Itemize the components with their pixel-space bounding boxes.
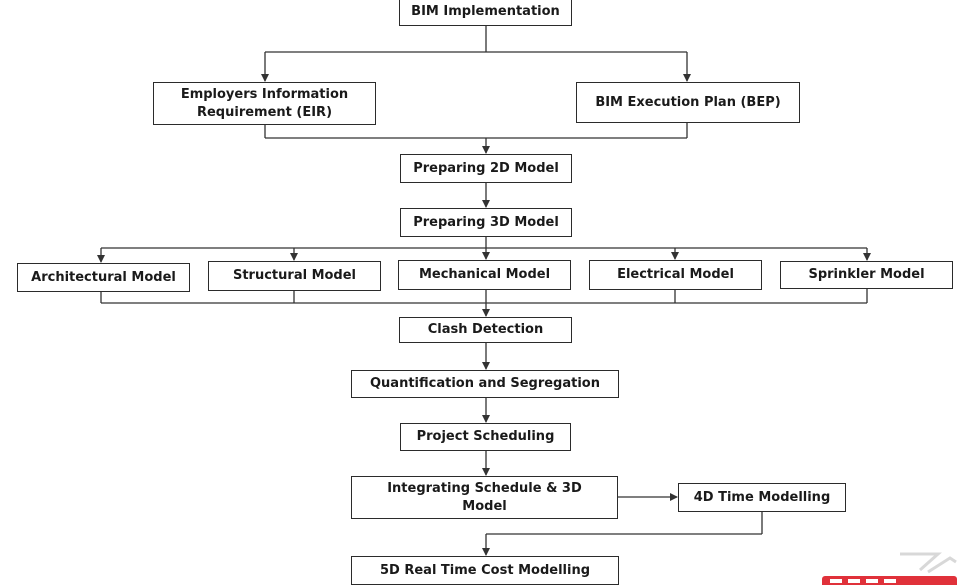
node-quantification: Quantification and Segregation <box>351 370 619 398</box>
node-label: Clash Detection <box>427 322 544 337</box>
node-label: 5D Real Time Cost Modelling <box>379 562 591 578</box>
node-label: BIM Execution Plan (BEP) <box>595 94 781 110</box>
node-5d-cost-modelling: 5D Real Time Cost Modelling <box>351 556 619 585</box>
node-label: Structural Model <box>232 268 357 283</box>
node-mechanical-model: Mechanical Model <box>398 260 571 290</box>
node-architectural-model: Architectural Model <box>17 263 190 292</box>
node-label: Sprinkler Model <box>808 267 925 282</box>
node-structural-model: Structural Model <box>208 261 381 291</box>
node-label: BIM Implementation <box>411 4 560 19</box>
node-clash-detection: Clash Detection <box>399 317 572 343</box>
node-integrating-schedule: Integrating Schedule & 3D Model <box>351 476 618 519</box>
node-4d-time-modelling: 4D Time Modelling <box>678 483 846 512</box>
node-bep: BIM Execution Plan (BEP) <box>576 82 800 123</box>
node-eir: Employers Information Requirement (EIR) <box>153 82 376 125</box>
node-label: 4D Time Modelling <box>693 489 831 505</box>
node-label: Project Scheduling <box>416 429 555 444</box>
node-bim-implementation: BIM Implementation <box>399 0 572 26</box>
node-label: Preparing 3D Model <box>413 214 559 230</box>
node-label: Quantification and Segregation <box>369 376 600 391</box>
node-label: Mechanical Model <box>418 267 551 282</box>
node-label: Electrical Model <box>617 267 734 282</box>
watermark-logo-icon <box>820 548 959 585</box>
node-project-scheduling: Project Scheduling <box>400 423 571 451</box>
node-label: Architectural Model <box>31 269 176 285</box>
node-prep-3d: Preparing 3D Model <box>400 208 572 237</box>
node-label: Preparing 2D Model <box>413 160 559 176</box>
node-prep-2d: Preparing 2D Model <box>400 154 572 183</box>
node-electrical-model: Electrical Model <box>589 260 762 290</box>
node-label: Integrating Schedule & 3D Model <box>387 480 582 514</box>
node-label: Employers Information Requirement (EIR) <box>180 86 349 120</box>
node-sprinkler-model: Sprinkler Model <box>780 261 953 289</box>
